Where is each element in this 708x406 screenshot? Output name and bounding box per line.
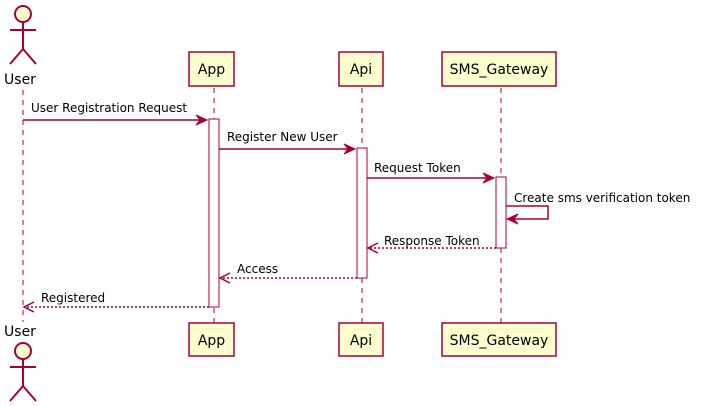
api-participant-top: Api (338, 51, 384, 87)
app-participant-bottom: App (188, 322, 235, 357)
message-user-registration-request: User Registration Request (23, 101, 209, 126)
api-participant-label-top: Api (350, 62, 372, 78)
user-actor-bottom: User (4, 324, 37, 402)
api-participant-label-bottom: Api (350, 333, 372, 349)
user-actor-icon (9, 5, 37, 65)
user-actor-label-top: User (4, 72, 36, 88)
message-label: Request Token (374, 161, 461, 175)
user-actor-label-bottom: User (4, 324, 36, 340)
api-activation-bar (356, 147, 368, 279)
message-registered: Registered (22, 291, 209, 313)
user-actor-icon (9, 342, 37, 402)
message-label: Response Token (384, 234, 480, 248)
user-actor-top: User (4, 5, 37, 88)
message-create-sms-verification-token: Create sms verification token (505, 191, 690, 225)
sms-gateway-activation-bar (495, 176, 507, 249)
message-label: Create sms verification token (514, 191, 690, 205)
message-register-new-user: Register New User (219, 130, 357, 155)
message-label: User Registration Request (31, 101, 187, 115)
message-label: Register New User (227, 130, 338, 144)
app-participant-label-top: App (198, 62, 225, 78)
sms-gateway-participant-label-bottom: SMS_Gateway (450, 333, 549, 349)
app-activation-bar (208, 118, 220, 308)
app-participant-top: App (188, 51, 235, 87)
message-access: Access (218, 262, 357, 284)
message-response-token: Response Token (366, 234, 496, 254)
message-label: Access (237, 262, 278, 276)
sms-gateway-participant-bottom: SMS_Gateway (441, 322, 557, 357)
sms-gateway-participant-label-top: SMS_Gateway (450, 62, 549, 78)
message-request-token: Request Token (367, 161, 496, 184)
api-participant-bottom: Api (338, 322, 384, 357)
app-participant-label-bottom: App (198, 333, 225, 349)
sms-gateway-participant-top: SMS_Gateway (441, 51, 557, 87)
message-label: Registered (41, 291, 105, 305)
